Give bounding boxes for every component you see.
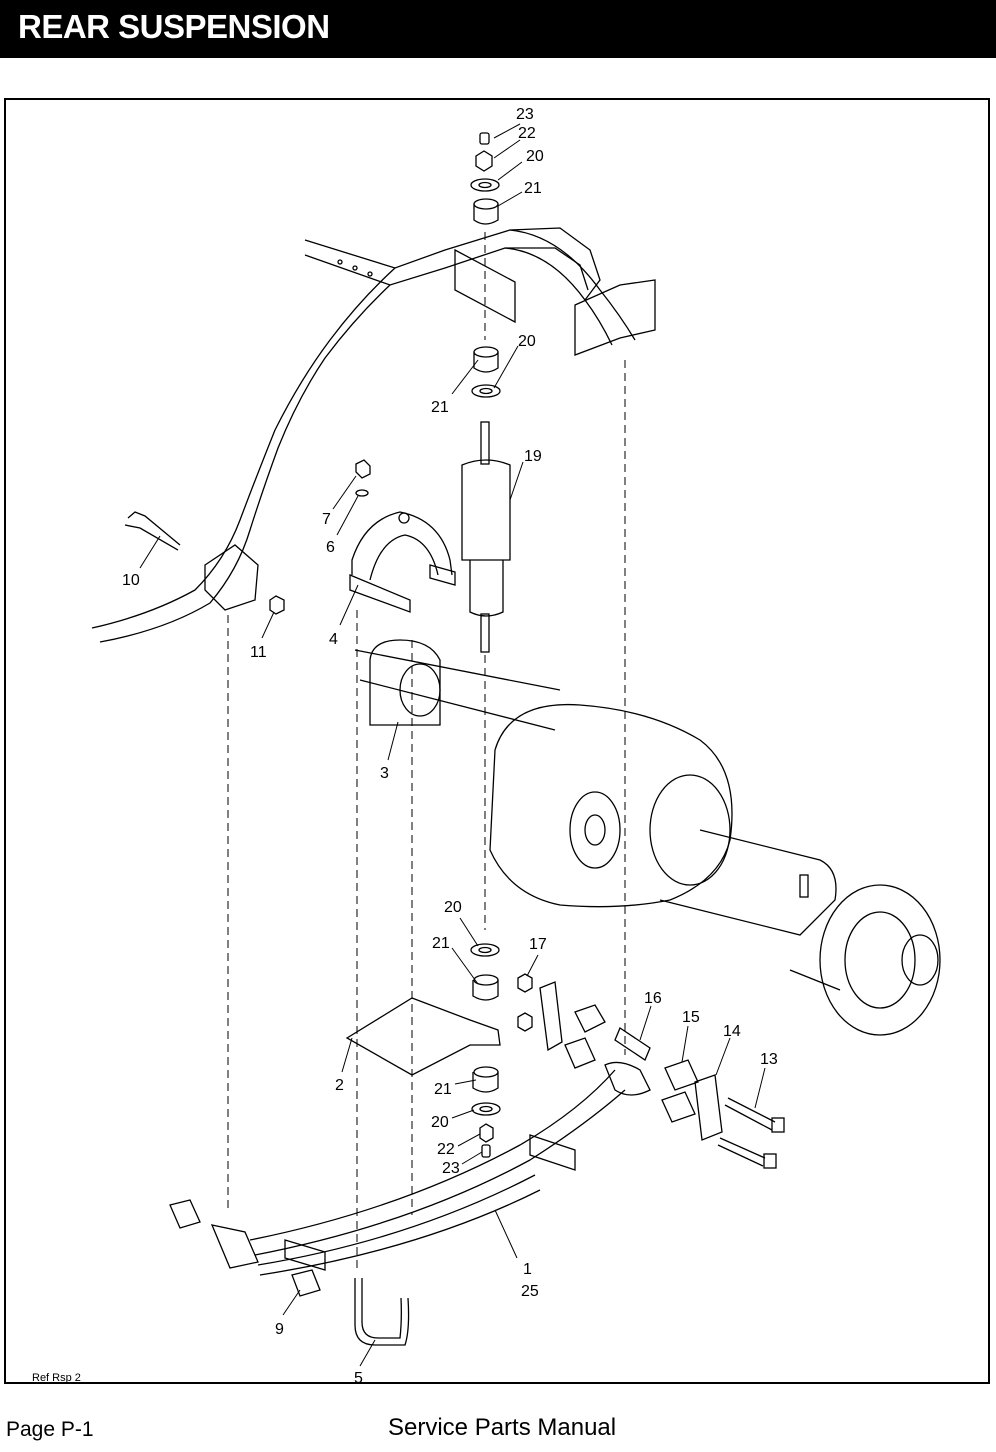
page-number: Page P-1 bbox=[6, 1418, 94, 1441]
leaf-spring bbox=[169, 1061, 651, 1297]
manual-title: Service Parts Manual bbox=[388, 1414, 617, 1441]
callout-7: 7 bbox=[322, 511, 331, 528]
callout-labels: 23 22 20 21 20 21 19 7 6 10 4 11 3 20 21… bbox=[122, 106, 778, 1387]
frame-rail bbox=[91, 227, 656, 643]
callout-23: 23 bbox=[516, 106, 534, 123]
callout-3: 3 bbox=[380, 765, 389, 782]
callout-23: 23 bbox=[442, 1160, 460, 1177]
callout-6: 6 bbox=[326, 539, 335, 556]
callout-20: 20 bbox=[526, 148, 544, 165]
callout-20: 20 bbox=[431, 1114, 449, 1131]
callout-1: 1 bbox=[523, 1261, 532, 1278]
upper-shock-hardware bbox=[470, 132, 501, 398]
callout-22: 22 bbox=[518, 125, 536, 142]
callout-11: 11 bbox=[250, 644, 267, 661]
rear-axle-housing bbox=[354, 649, 941, 1036]
callout-9: 9 bbox=[275, 1321, 284, 1338]
callout-20: 20 bbox=[444, 899, 462, 916]
callout-22: 22 bbox=[437, 1141, 455, 1158]
callout-21: 21 bbox=[434, 1081, 452, 1098]
callout-19: 19 bbox=[524, 448, 542, 465]
callout-14: 14 bbox=[723, 1023, 741, 1040]
callout-21: 21 bbox=[432, 935, 450, 952]
title-bar: REAR SUSPENSION bbox=[0, 0, 996, 58]
lower-shock-hardware bbox=[345, 943, 501, 1158]
callout-4: 4 bbox=[329, 631, 338, 648]
callout-5: 5 bbox=[354, 1370, 363, 1387]
alignment-lines bbox=[227, 232, 626, 1270]
bolt-and-nut bbox=[124, 511, 285, 615]
callout-13: 13 bbox=[760, 1051, 778, 1068]
callout-2: 2 bbox=[335, 1077, 344, 1094]
leader-lines bbox=[139, 123, 766, 1367]
diagram-frame bbox=[4, 98, 990, 1384]
callout-10: 10 bbox=[122, 572, 140, 589]
u-bolt bbox=[354, 1278, 410, 1346]
callout-21: 21 bbox=[431, 399, 449, 416]
callout-21: 21 bbox=[524, 180, 542, 197]
callout-17: 17 bbox=[529, 936, 547, 953]
shock-absorber bbox=[461, 421, 511, 653]
callout-20: 20 bbox=[518, 333, 536, 350]
page-title: REAR SUSPENSION bbox=[18, 8, 330, 45]
callout-15: 15 bbox=[682, 1009, 700, 1026]
callout-25: 25 bbox=[521, 1283, 539, 1300]
shackle-assembly bbox=[517, 973, 785, 1169]
stabilizer-clamp bbox=[349, 459, 456, 726]
reference-label: Ref Rsp 2 bbox=[32, 1372, 81, 1384]
callout-16: 16 bbox=[644, 990, 662, 1007]
